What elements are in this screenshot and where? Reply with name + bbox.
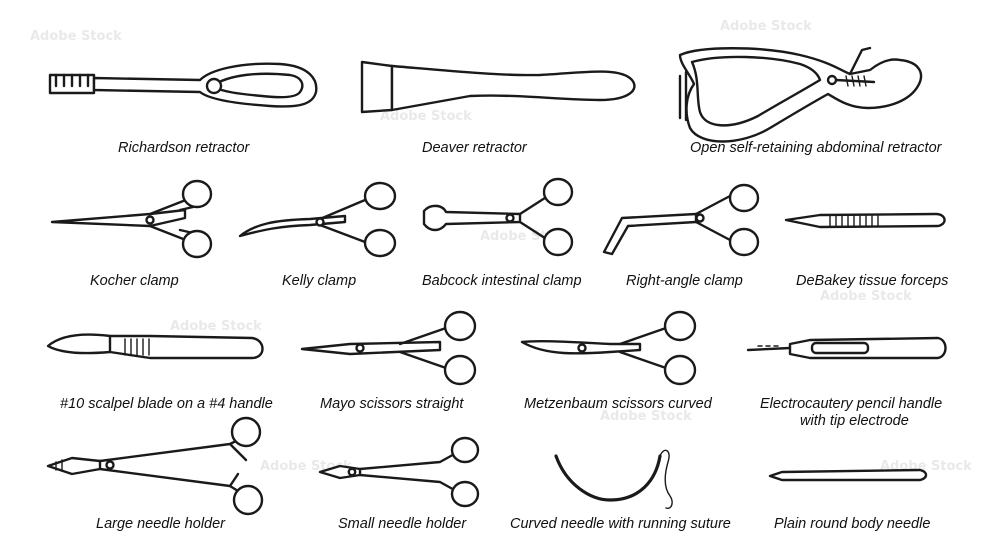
- large-needle-holder-drawing: [46, 416, 264, 516]
- debakey-forceps-drawing: [784, 212, 946, 229]
- label-mayo-scissors: Mayo scissors straight: [320, 396, 464, 412]
- label-deaver-retractor: Deaver retractor: [422, 140, 527, 156]
- label-metzenbaum-scissors: Metzenbaum scissors curved: [524, 396, 712, 412]
- label-large-needle-holder: Large needle holder: [96, 516, 225, 532]
- label-open-self-retaining-retractor: Open self-retaining abdominal retractor: [690, 140, 942, 156]
- label-right-angle-clamp: Right-angle clamp: [626, 273, 743, 289]
- self-retaining-retractor-drawing: [678, 46, 923, 143]
- label-richardson-retractor: Richardson retractor: [118, 140, 250, 156]
- label-kocher-clamp: Kocher clamp: [90, 273, 179, 289]
- label-scalpel: #10 scalpel blade on a #4 handle: [60, 396, 273, 412]
- label-curved-needle: Curved needle with running suture: [510, 516, 731, 532]
- mayo-scissors-drawing: [300, 310, 477, 386]
- plain-needle-drawing: [768, 468, 928, 482]
- scalpel-drawing: [46, 333, 264, 360]
- label-electrocautery-line2: with tip electrode: [800, 413, 909, 429]
- deaver-retractor-drawing: [360, 60, 636, 114]
- small-needle-holder-drawing: [318, 436, 480, 508]
- richardson-retractor-drawing: [48, 62, 318, 108]
- watermark: Adobe Stock Adobe Stock Adobe Stock Adob…: [30, 19, 972, 474]
- watermark-text: Adobe Stock: [820, 289, 912, 304]
- watermark-text: Adobe Stock: [380, 109, 472, 124]
- label-plain-needle: Plain round body needle: [774, 516, 931, 532]
- watermark-text: Adobe Stock: [720, 19, 812, 34]
- kelly-clamp-drawing: [238, 181, 397, 258]
- right-angle-clamp-drawing: [602, 183, 760, 257]
- label-small-needle-holder: Small needle holder: [338, 516, 467, 532]
- watermark-text: Adobe Stock: [170, 319, 262, 334]
- kocher-clamp-drawing: [50, 179, 213, 259]
- curved-needle-drawing: [554, 449, 673, 509]
- watermark-text: Adobe Stock: [30, 29, 122, 44]
- label-babcock-clamp: Babcock intestinal clamp: [422, 273, 582, 289]
- label-debakey-forceps: DeBakey tissue forceps: [796, 273, 949, 289]
- electrocautery-pencil-drawing: [746, 336, 947, 360]
- watermark-text: Adobe Stock: [600, 409, 692, 424]
- metzenbaum-scissors-drawing: [520, 310, 697, 386]
- label-kelly-clamp: Kelly clamp: [282, 273, 357, 289]
- label-electrocautery-line1: Electrocautery pencil handle: [760, 396, 943, 412]
- babcock-clamp-drawing: [422, 177, 574, 257]
